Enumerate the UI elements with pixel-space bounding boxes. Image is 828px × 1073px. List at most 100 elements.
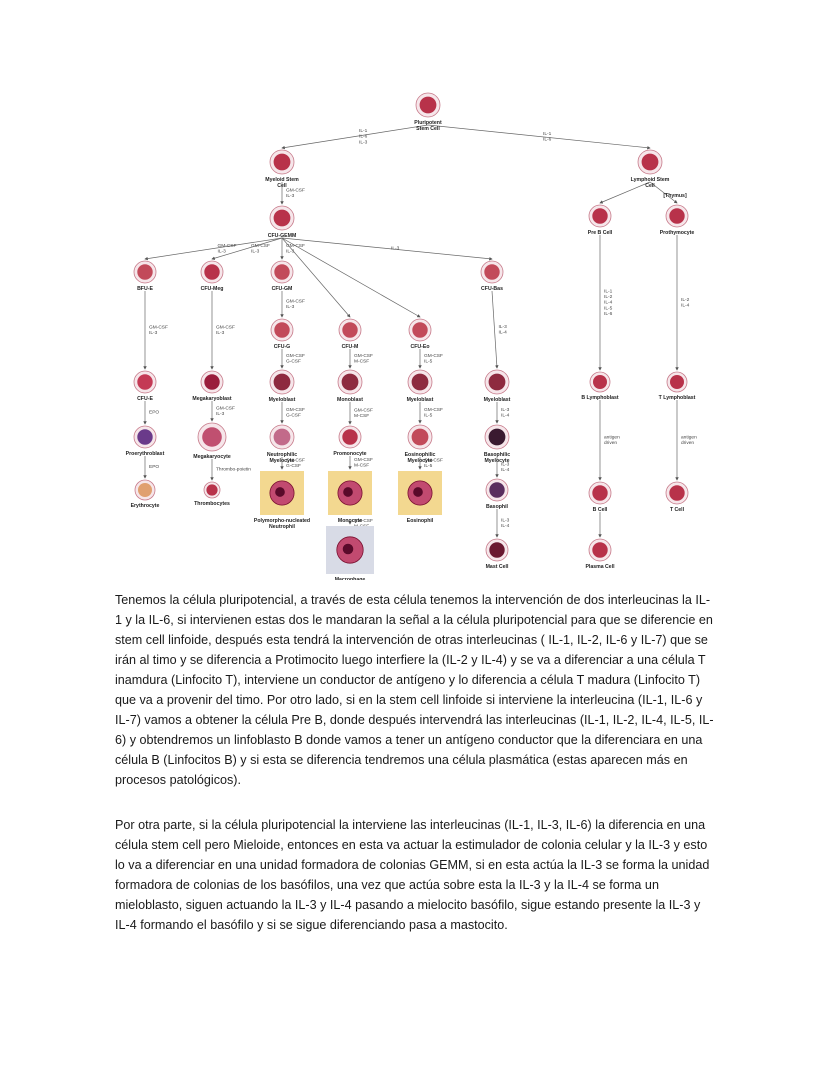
t-lymphoblast-nucleus-icon	[670, 375, 684, 389]
cell-t-cell: T Cell	[665, 481, 689, 513]
cfu-bas-label: CFU-Bas	[481, 286, 503, 292]
cfu-g-nucleus-icon	[274, 322, 290, 338]
eosinophilic-myelocyte-nucleus-icon	[411, 428, 429, 446]
cfu-bas-nucleus-icon	[484, 264, 500, 280]
arrow-lymphoid-to-pre_b	[599, 181, 651, 204]
cfu-gemm-nucleus-icon	[273, 209, 291, 227]
pre-b-nucleus-icon	[592, 208, 608, 224]
myeloblast1-nucleus-icon	[273, 373, 291, 391]
cell-thrombocytes: Thrombocytes	[194, 481, 230, 507]
cell-cfu-g: CFU-G	[270, 318, 294, 350]
macrophage-label: Macrophage	[335, 577, 366, 580]
myeloblast2-label: Myeloblast	[407, 397, 434, 403]
arrow-cfu_gemm-to-cfu_meg	[211, 237, 283, 260]
monoblast-label: Monoblast	[337, 397, 363, 403]
neutrophilic-myelocyte-nucleus-icon	[273, 428, 291, 446]
erythrocyte-nucleus-icon	[138, 483, 152, 497]
t-lymphoblast-label: T Lymphoblast	[659, 395, 696, 401]
arrow-pluripotent-to-myeloid	[281, 124, 429, 150]
cfu-gemm-label: CFU-GEMM	[268, 233, 297, 239]
cfu-meg-label: CFU-Meg	[201, 286, 224, 292]
cell-proerythroblast: Proerythroblast	[126, 425, 165, 457]
monocyte-label: Monocyte	[338, 518, 362, 524]
myeloblast3-nucleus-icon	[488, 373, 506, 391]
arrow-cfu_gemm-to-cfu_eo	[281, 237, 421, 318]
cell-cfu-eo: CFU-Eo	[408, 318, 432, 350]
cfu-gm-label: CFU-GM	[272, 286, 293, 292]
mast-cell-nucleus-icon	[489, 542, 505, 558]
cell-monoblast: Monoblast	[337, 369, 363, 403]
eosinophil-label: Eosinophil	[407, 518, 434, 524]
cfu-eo-nucleus-icon	[412, 322, 428, 338]
megakaryocyte-nucleus-icon	[202, 427, 222, 447]
cell-cfu-meg: CFU-Meg	[200, 260, 224, 292]
arrow-lymphoid-to-prothymocyte	[649, 181, 678, 204]
cell-pre-b: Pre B Cell	[588, 204, 613, 236]
basophil-nucleus-icon	[489, 482, 505, 498]
cell-cfu-m: CFU-M	[338, 318, 362, 350]
myeloblast1-label: Myeloblast	[269, 397, 296, 403]
cell-cfu-bas: CFU-Bas	[480, 260, 504, 292]
cfu-e-nucleus-icon	[137, 374, 153, 390]
arrow-cfu_gemm-to-bfu_e	[144, 237, 283, 261]
prothymocyte-label: Prothymocyte	[660, 230, 695, 236]
cell-erythrocyte: Erythrocyte	[131, 479, 160, 509]
arrow-cfu_gemm-to-cfu_m	[281, 237, 351, 318]
myeloblast2-nucleus-icon	[411, 373, 429, 391]
pre-b-label: Pre B Cell	[588, 230, 613, 236]
cell-myeloblast1: Myeloblast	[269, 369, 296, 403]
neutrophil-nucleus-icon	[275, 487, 285, 497]
myeloblast3-label: Myeloblast	[484, 397, 511, 403]
cell-myeloblast2: Myeloblast	[407, 369, 434, 403]
monocyte-nucleus-icon	[343, 487, 353, 497]
cell-cfu-e: CFU-E	[133, 370, 157, 402]
cell-eosinophil: Eosinophil	[398, 471, 442, 524]
cell-cfu-gm: CFU-GM	[270, 260, 294, 292]
cytokine-label-proery_to_ery: EPO	[149, 464, 159, 470]
thymus-label: [Thymus]	[663, 193, 687, 199]
t-cell-label: T Cell	[670, 507, 685, 513]
t-cell-nucleus-icon	[669, 485, 685, 501]
megakaryoblast-label: Megakaryoblast	[192, 396, 231, 402]
cell-plasma-cell: Plasma Cell	[585, 538, 615, 570]
cell-mast-cell: Mast Cell	[485, 538, 509, 570]
cell-bfu-e: BFU-E	[133, 260, 157, 292]
arrow-pluripotent-to-lymphoid	[427, 124, 651, 150]
cfu-gm-nucleus-icon	[274, 264, 290, 280]
cell-megakaryocyte: Megakaryocyte	[193, 422, 231, 460]
b-cell-nucleus-icon	[592, 485, 608, 501]
cfu-m-nucleus-icon	[342, 322, 358, 338]
b-cell-label: B Cell	[593, 507, 608, 513]
thrombocytes-label: Thrombocytes	[194, 501, 230, 507]
basophilic-myelocyte-nucleus-icon	[488, 428, 506, 446]
proerythroblast-label: Proerythroblast	[126, 451, 165, 457]
bfu-e-nucleus-icon	[137, 264, 153, 280]
cell-b-lymphoblast: B Lymphoblast	[581, 371, 619, 401]
cfu-e-label: CFU-E	[137, 396, 153, 402]
